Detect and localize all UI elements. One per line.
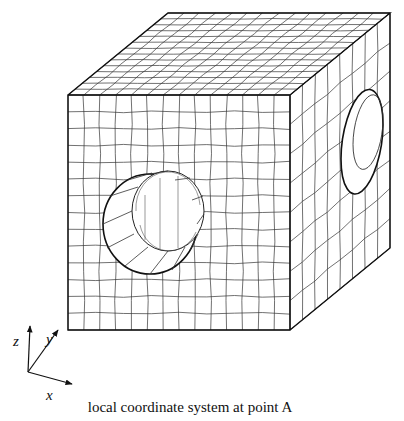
mesh-line xyxy=(83,95,85,330)
mesh-line xyxy=(68,296,290,298)
mesh-line xyxy=(68,128,290,130)
mesh-line xyxy=(226,13,328,95)
mesh-line xyxy=(226,95,228,330)
front-hole xyxy=(103,171,204,274)
top-face-mesh xyxy=(68,13,390,95)
mesh-line xyxy=(99,95,101,330)
mesh-line xyxy=(68,312,290,314)
mesh-line xyxy=(68,161,290,163)
mesh-line xyxy=(210,95,212,330)
axis-label: y xyxy=(46,332,53,347)
mesh-line xyxy=(257,95,259,330)
figure-caption: local coordinate system at point A xyxy=(88,400,293,415)
mesh-line xyxy=(210,13,312,95)
front-face-mesh xyxy=(68,95,290,330)
mesh-line xyxy=(194,13,296,95)
mesh-line xyxy=(257,13,359,95)
right-face-mesh xyxy=(290,13,390,330)
mesh-line xyxy=(160,18,383,20)
mesh-line xyxy=(132,41,355,43)
axis-label: x xyxy=(46,388,53,403)
right-hole xyxy=(341,75,383,208)
mesh-line xyxy=(68,144,290,146)
coordinate-triad xyxy=(28,326,72,384)
cube-outline xyxy=(68,13,390,330)
mesh-line xyxy=(153,24,376,26)
mesh-line xyxy=(125,47,348,49)
mesh-line xyxy=(273,13,375,95)
mesh-line xyxy=(242,95,244,330)
axis-label: z xyxy=(13,334,19,349)
mesh-line xyxy=(68,111,290,113)
mesh-line xyxy=(273,95,275,330)
